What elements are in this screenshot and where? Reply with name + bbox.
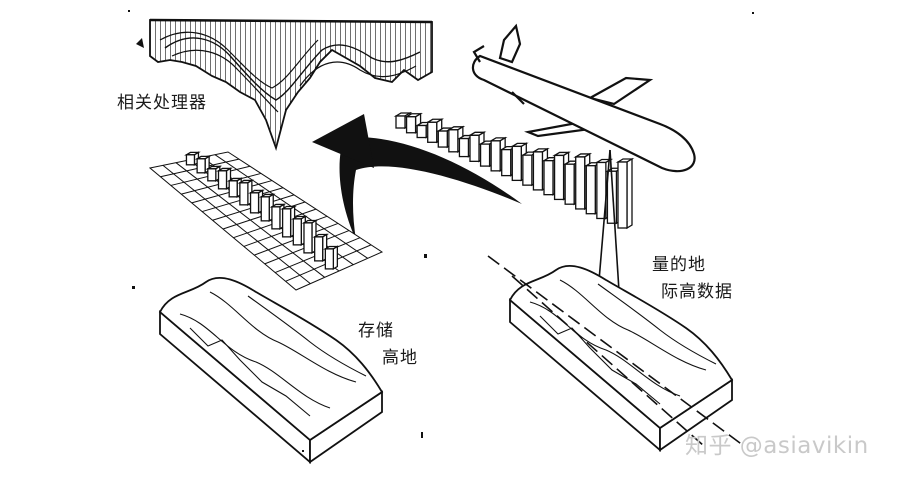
terrain-block-icon xyxy=(158,277,384,464)
stored-elevation-grid-icon xyxy=(148,151,384,291)
correlation-surface-icon xyxy=(136,18,433,152)
measured-data-label-line2: 际高数据 xyxy=(661,282,733,302)
elevation-bar xyxy=(615,157,635,230)
flight-track-lines xyxy=(487,255,745,447)
terrain-block-icon xyxy=(508,265,734,452)
correlator-label: 相关处理器 xyxy=(117,93,207,113)
cruise-missile-icon xyxy=(471,23,696,173)
curved-arrow-icon xyxy=(312,114,522,240)
grid-bar xyxy=(323,245,340,271)
measured-data-label-line1: 量的地 xyxy=(652,255,706,275)
stored-map-label-line1: 存储 xyxy=(358,321,394,341)
scan-speckle xyxy=(128,10,754,452)
measured-elevation-bars xyxy=(393,111,635,230)
stored-map-label-line2: 高地 xyxy=(382,348,418,368)
watermark: 知乎 @asiavikin xyxy=(685,433,869,459)
grid-bar xyxy=(237,179,255,206)
